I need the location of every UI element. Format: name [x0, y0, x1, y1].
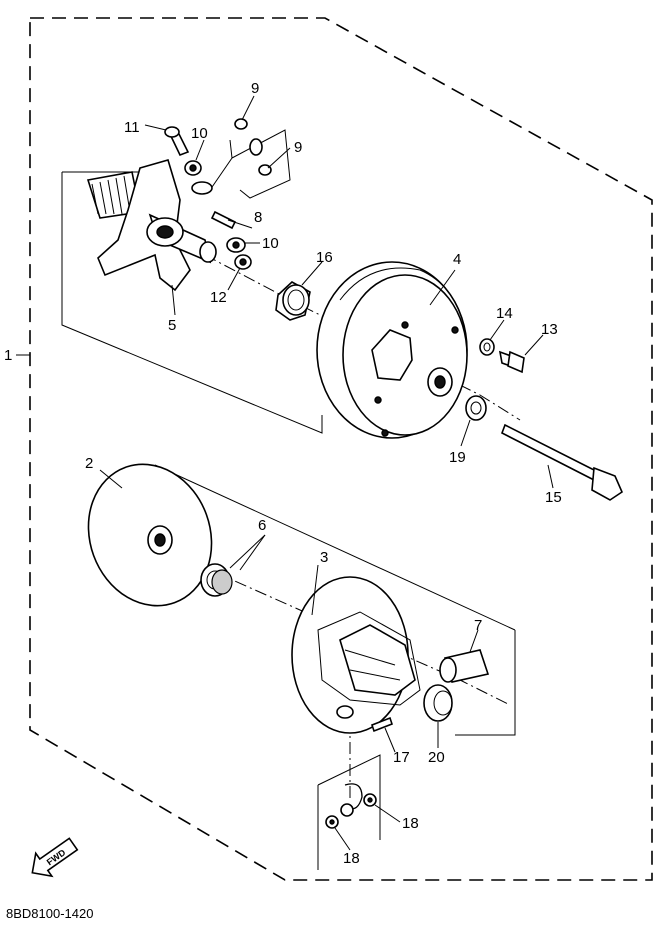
- part-6-bushings: [200, 563, 233, 597]
- drawing-code: 8BD8100-1420: [6, 906, 93, 921]
- label-5: 5: [168, 317, 176, 334]
- part-3-movable-sheave: [291, 576, 421, 734]
- label-20: 20: [428, 749, 445, 766]
- part-20-ring: [423, 684, 453, 722]
- part-5-spider-shaft: [86, 159, 217, 292]
- bracket-18: [317, 754, 381, 870]
- part-4-cover: [316, 261, 468, 439]
- part-17-pin: [371, 716, 393, 733]
- label-18-bottom: 18: [343, 850, 360, 867]
- part-16-bushing: [275, 281, 311, 321]
- upper-group-bracket: [61, 171, 323, 434]
- label-11: 11: [124, 119, 140, 136]
- part-18-clip: [325, 783, 377, 829]
- label-3: 3: [320, 549, 328, 566]
- leader-lines: [99, 95, 554, 851]
- label-8: 8: [254, 209, 262, 226]
- part-labels: 1 2 3 4 5 6 7 8 9 9 10 10 11 12 13 14 15…: [4, 80, 562, 867]
- label-2: 2: [85, 455, 93, 472]
- label-13: 13: [541, 321, 558, 338]
- lower-axis: [154, 544, 511, 706]
- label-10-right: 10: [262, 235, 279, 252]
- label-17: 17: [393, 749, 410, 766]
- small-fasteners: [164, 118, 272, 270]
- label-7: 7: [474, 617, 482, 634]
- label-9-top: 9: [251, 80, 259, 97]
- bracket-9: [209, 129, 291, 199]
- label-1: 1: [4, 347, 12, 364]
- lower-group-bracket: [154, 464, 516, 736]
- cover-fasteners: [465, 338, 624, 501]
- label-12: 12: [210, 289, 227, 306]
- label-4: 4: [453, 251, 461, 268]
- assembly-boundary: [29, 17, 653, 881]
- part-7-sleeve: [439, 649, 490, 683]
- label-6: 6: [258, 517, 266, 534]
- part-2-fixed-sheave: [87, 463, 213, 607]
- fwd-arrow-icon: FWD: [31, 837, 79, 878]
- label-10-top: 10: [191, 125, 208, 142]
- label-14: 14: [496, 305, 513, 322]
- label-18-right: 18: [402, 815, 419, 832]
- label-9-right: 9: [294, 139, 302, 156]
- label-15: 15: [545, 489, 562, 506]
- label-16: 16: [316, 249, 333, 266]
- label-19: 19: [449, 449, 466, 466]
